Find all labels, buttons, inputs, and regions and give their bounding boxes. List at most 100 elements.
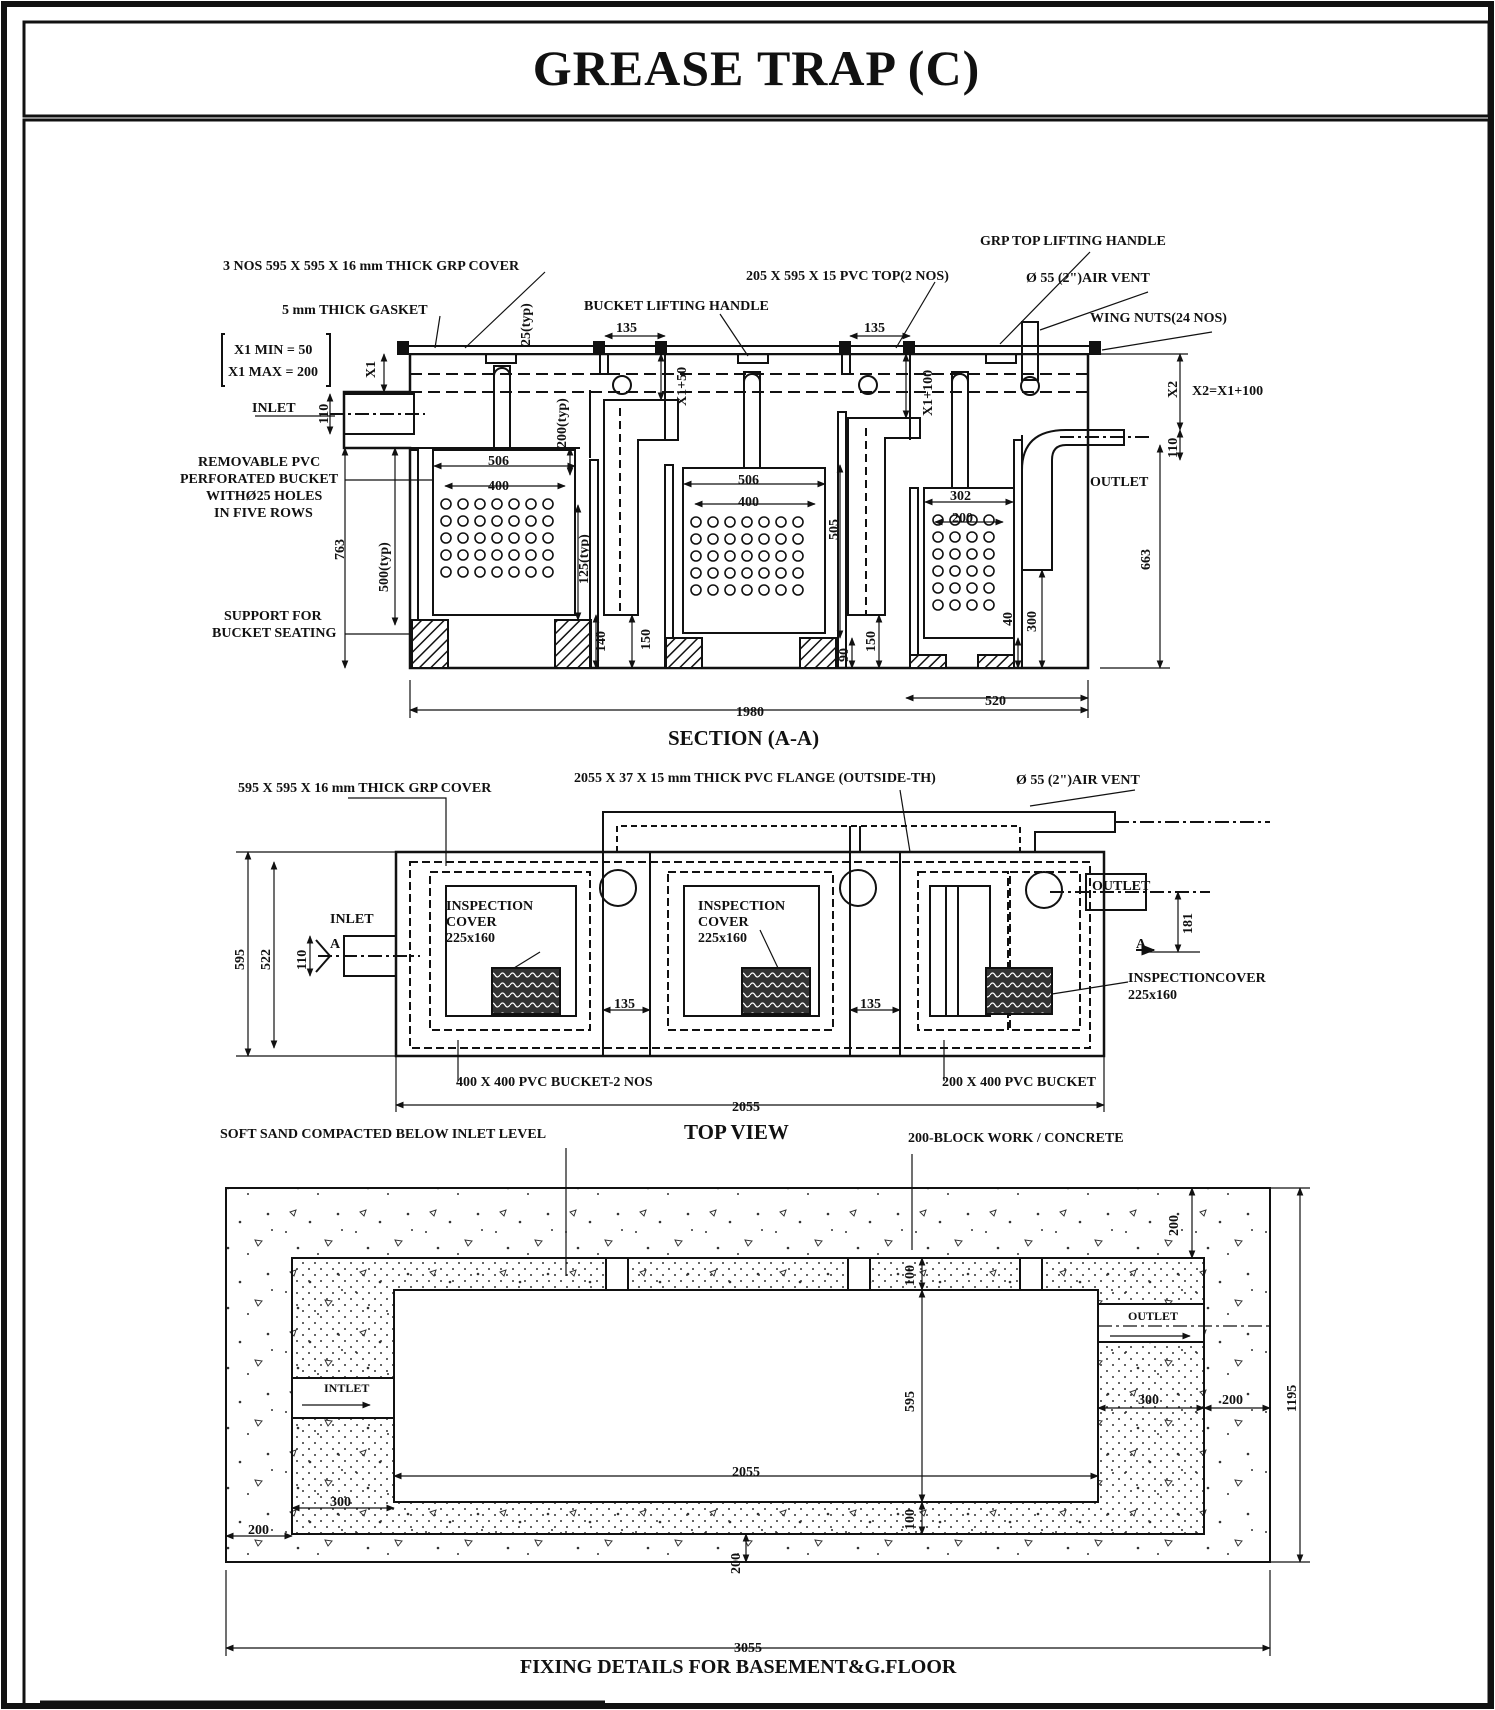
label-x1-max: X1 MAX = 200: [228, 365, 318, 380]
label-tv-insp1-l1: INSPECTION: [446, 899, 533, 914]
dim-506-b: 506: [738, 473, 759, 488]
dim-tv-595: 595: [233, 949, 248, 970]
dim-x1-plus-50: X1+50: [675, 367, 690, 406]
dim-135-b: 135: [864, 321, 885, 336]
label-tv-insp3-l2: 225x160: [1128, 988, 1177, 1003]
dim-506-a: 506: [488, 454, 509, 469]
dim-fx-100-bottom: 100: [903, 1509, 918, 1530]
dim-90: 90: [837, 648, 852, 662]
dim-150-a: 150: [639, 629, 654, 650]
label-fx-sand: SOFT SAND COMPACTED BELOW INLET LEVEL: [220, 1127, 546, 1142]
dim-200: 200: [952, 511, 973, 526]
label-tv-flange: 2055 X 37 X 15 mm THICK PVC FLANGE (OUTS…: [574, 771, 936, 786]
fixing-view: [225, 1148, 1310, 1656]
section-view: [221, 251, 1213, 718]
dim-tv-110: 110: [295, 950, 310, 970]
dim-150-b: 150: [864, 631, 879, 652]
dim-663: 663: [1139, 549, 1154, 570]
label-fx-intlet: INTLET: [324, 1381, 369, 1395]
label-x1-min: X1 MIN = 50: [234, 343, 312, 358]
label-support-l2: BUCKET SEATING: [212, 626, 336, 641]
dim-763: 763: [333, 539, 348, 560]
label-fx-outlet: OUTLET: [1128, 1309, 1178, 1323]
top-view-labels: 595 X 595 X 16 mm THICK GRP COVER 2055 X…: [233, 771, 1267, 1115]
dim-1980: 1980: [736, 705, 764, 720]
label-tv-insp2-l2: COVER: [698, 915, 749, 930]
inspection-cover-3: [985, 967, 1053, 1015]
section-caption: SECTION (A-A): [668, 726, 820, 750]
label-tv-grp-cover: 595 X 595 X 16 mm THICK GRP COVER: [238, 781, 492, 796]
label-tv-bucket-400: 400 X 400 PVC BUCKET-2 NOS: [456, 1075, 653, 1090]
dim-fx-200-top: 200: [1167, 1215, 1182, 1236]
dim-fx-1195: 1195: [1285, 1385, 1300, 1412]
label-gasket: 5 mm THICK GASKET: [282, 303, 428, 318]
label-tv-inlet: INLET: [330, 912, 374, 927]
label-x2-formula: X2=X1+100: [1192, 384, 1263, 399]
label-tv-insp3-l1: INSPECTIONCOVER: [1128, 971, 1267, 986]
dim-fx-595: 595: [903, 1391, 918, 1412]
dim-110-outlet: 110: [1166, 438, 1181, 458]
dim-tv-522: 522: [259, 949, 274, 970]
label-bucket-handle: BUCKET LIFTING HANDLE: [584, 299, 769, 314]
label-tv-outlet: OUTLET: [1092, 879, 1151, 894]
dim-tv-181: 181: [1181, 913, 1196, 934]
label-tv-bucket-200: 200 X 400 PVC BUCKET: [942, 1075, 1097, 1090]
perforation-holes: [440, 498, 995, 611]
label-tv-insp2-l3: 225x160: [698, 931, 747, 946]
dim-500typ: 500(typ): [377, 542, 392, 592]
label-fx-block: 200-BLOCK WORK / CONCRETE: [908, 1131, 1124, 1146]
label-tv-section-a1: A: [330, 937, 341, 952]
dim-fx-2055: 2055: [732, 1465, 760, 1480]
fixing-labels: SOFT SAND COMPACTED BELOW INLET LEVEL 20…: [220, 1127, 1300, 1656]
label-tv-section-a2: A: [1136, 937, 1147, 952]
dim-tv-135-b: 135: [860, 997, 881, 1012]
dim-40: 40: [1001, 612, 1016, 626]
dim-x2: X2: [1166, 381, 1181, 398]
label-bucket-l2: PERFORATED BUCKET: [180, 472, 339, 487]
dim-fx-200-left: 200: [248, 1523, 269, 1538]
dim-tv-2055: 2055: [732, 1100, 760, 1115]
section-labels: 3 NOS 595 X 595 X 16 mm THICK GRP COVER …: [180, 234, 1263, 720]
page-title: GREASE TRAP (C): [532, 40, 981, 96]
dim-300: 300: [1025, 611, 1040, 632]
label-bucket-l4: IN FIVE ROWS: [214, 506, 313, 521]
label-tv-insp1-l2: COVER: [446, 915, 497, 930]
top-view-caption: TOP VIEW: [684, 1120, 789, 1144]
label-grp-handle: GRP TOP LIFTING HANDLE: [980, 234, 1166, 249]
dim-400-b: 400: [738, 495, 759, 510]
dim-x1: X1: [364, 361, 379, 378]
label-air-vent: Ø 55 (2")AIR VENT: [1026, 271, 1150, 286]
dim-tv-135-a: 135: [614, 997, 635, 1012]
dim-125typ: 125(typ): [577, 534, 592, 584]
dim-fx-300-left: 300: [330, 1495, 351, 1510]
top-view: [236, 789, 1270, 1112]
dim-520: 520: [985, 694, 1006, 709]
fixing-caption: FIXING DETAILS FOR BASEMENT&G.FLOOR: [520, 1656, 957, 1678]
dim-fx-3055: 3055: [734, 1641, 762, 1656]
label-inlet: INLET: [252, 401, 296, 416]
label-wing-nuts: WING NUTS(24 NOS): [1090, 311, 1227, 326]
dim-200typ: 200(typ): [555, 398, 570, 448]
label-bucket-l3: WITHØ25 HOLES: [206, 489, 323, 504]
inspection-cover-2: [741, 967, 811, 1015]
dim-135-a: 135: [616, 321, 637, 336]
label-grp-cover: 3 NOS 595 X 595 X 16 mm THICK GRP COVER: [223, 259, 520, 274]
inspection-cover-1: [491, 967, 561, 1015]
dim-302: 302: [950, 489, 971, 504]
label-tv-insp2-l1: INSPECTION: [698, 899, 785, 914]
dim-fx-100-top: 100: [903, 1265, 918, 1286]
label-bucket-l1: REMOVABLE PVC: [198, 455, 320, 470]
dim-x1-plus-100: X1+100: [921, 370, 936, 416]
label-pvc-top: 205 X 595 X 15 PVC TOP(2 NOS): [746, 269, 949, 284]
dim-fx-200-right: 200: [1222, 1393, 1243, 1408]
dim-140: 140: [594, 631, 609, 652]
label-outlet: OUTLET: [1090, 475, 1149, 490]
dim-fx-300-right: 300: [1138, 1393, 1159, 1408]
dim-400-a: 400: [488, 479, 509, 494]
dim-110-inlet: 110: [317, 404, 332, 424]
dim-505: 505: [827, 519, 842, 540]
dim-25typ: 25(typ): [519, 303, 534, 346]
label-tv-air-vent: Ø 55 (2")AIR VENT: [1016, 773, 1140, 788]
